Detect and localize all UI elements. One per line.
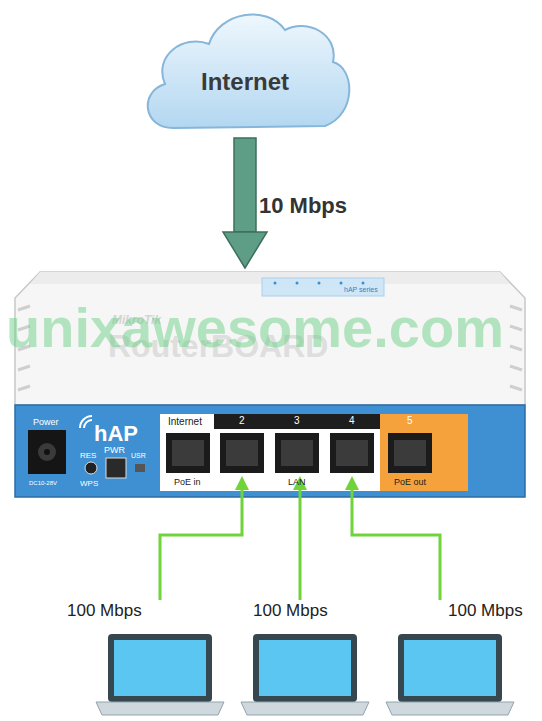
- port-number: 2: [239, 416, 245, 426]
- wifi-symbol: [80, 416, 92, 428]
- speed-label: 100 Mbps: [253, 602, 328, 619]
- port-number: 3: [294, 416, 300, 426]
- power-jack: [28, 430, 66, 474]
- port-label: Power: [33, 418, 59, 427]
- power-button: [106, 458, 126, 478]
- power-jack-pin: [44, 449, 50, 455]
- cloud-shape: [135, 0, 355, 138]
- port-number: 5: [407, 416, 413, 426]
- led-strip: [262, 278, 384, 296]
- led-dots: [274, 282, 365, 285]
- laptop: [96, 634, 224, 715]
- poe-out-area: [380, 414, 468, 491]
- wire-arrowheads: [235, 476, 359, 490]
- port-label: Internet: [168, 417, 202, 427]
- lan-bar: [214, 414, 380, 429]
- edge-label: 10 Mbps: [259, 195, 347, 217]
- button-label: RES: [80, 452, 96, 460]
- laptop: [241, 634, 369, 715]
- lan-wires: [160, 486, 440, 600]
- button-label: PWR: [104, 446, 125, 455]
- port-label: PoE out: [394, 478, 426, 487]
- port-number: 4: [349, 416, 355, 426]
- port-label: LAN: [288, 478, 306, 487]
- laptop: [386, 634, 514, 715]
- led-label: USR: [131, 452, 146, 459]
- button-label: WPS: [80, 480, 98, 488]
- cloud-node: Internet: [135, 0, 355, 138]
- power-jack-hole: [38, 443, 56, 461]
- series-label: hAP series: [344, 286, 378, 293]
- port-label: DC10-28V: [29, 480, 57, 486]
- ethernet-ports: [166, 433, 432, 473]
- usr-led: [135, 464, 145, 472]
- port-area: [160, 414, 380, 491]
- node-title: hAP: [94, 423, 138, 445]
- speed-label: 100 Mbps: [67, 602, 142, 619]
- watermark: unixawesome.com: [6, 300, 504, 356]
- laptop-icons: [96, 634, 514, 715]
- port-label: PoE in: [174, 478, 201, 487]
- router-front: [15, 405, 525, 497]
- speed-label: 100 Mbps: [448, 602, 523, 619]
- front-panel: [15, 405, 525, 497]
- node-title: Internet: [135, 70, 355, 94]
- reset-button: [85, 462, 97, 474]
